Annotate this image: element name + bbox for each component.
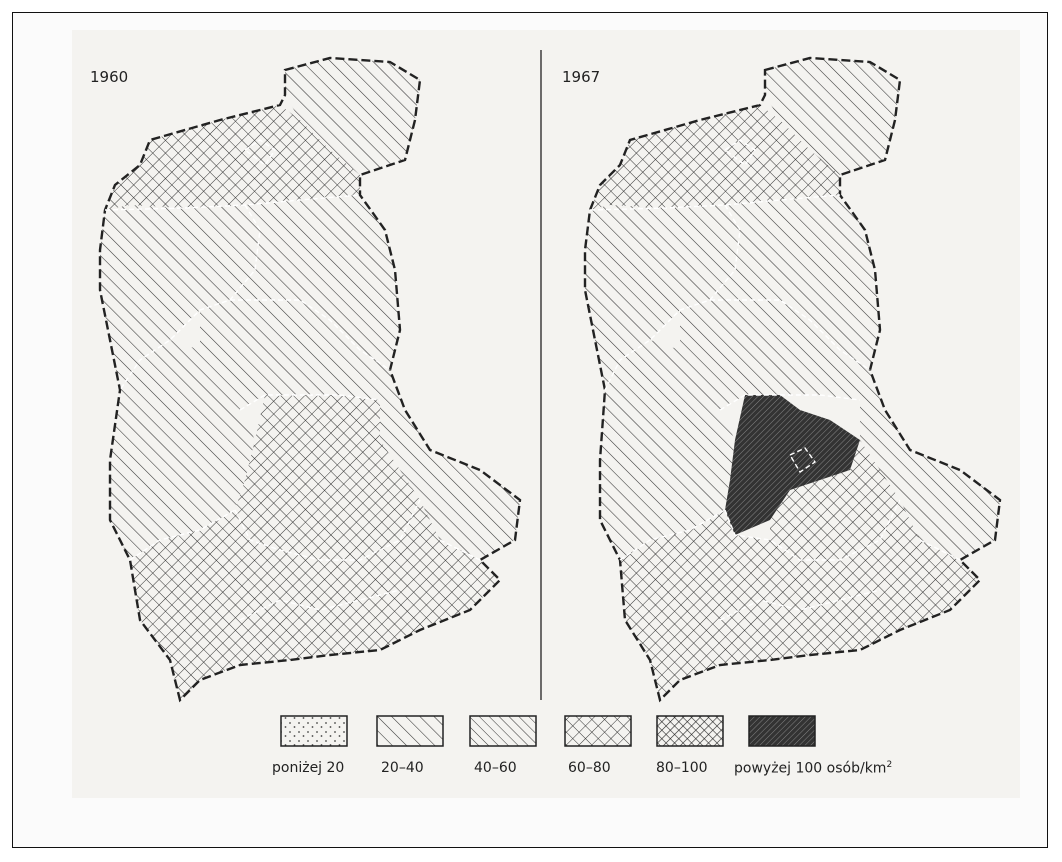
region [620,500,980,700]
region [585,205,740,390]
legend-label-2: 20–40 [381,760,424,776]
region [105,105,360,210]
map-outline [583,56,1002,703]
legend-swatch-diag-dense [469,715,537,747]
region [770,440,900,560]
legend-swatch-cross-dense [656,715,724,747]
region [600,340,735,560]
legend-swatch-cross-light [564,715,632,747]
legend-label-5: 80–100 [656,760,708,776]
region [590,105,840,210]
region [100,205,260,390]
legend-swatch-solid-dark [748,715,816,747]
legend-swatches [280,715,816,747]
map-year-label-1960: 1960 [90,68,129,86]
legend-swatch-dots [280,715,348,747]
map-year-label-1967: 1967 [562,68,601,86]
region [285,58,420,175]
legend-label-1: poniżej 20 [272,760,345,776]
legend-label-6: powyżej 100 osób/km2 [734,760,893,777]
region [200,300,390,410]
legend-swatch-diag-wide [376,715,444,747]
region [765,58,900,175]
region [725,395,860,535]
region [710,195,880,370]
region [110,340,255,560]
region [230,195,400,370]
region [235,395,420,560]
legend-label-4: 60–80 [568,760,611,776]
region [860,370,1000,560]
region [380,370,520,560]
legend-label-3: 40–60 [474,760,517,776]
region [130,500,500,700]
map-1967 [583,56,1002,703]
region [680,300,870,410]
map-1960 [98,56,522,703]
